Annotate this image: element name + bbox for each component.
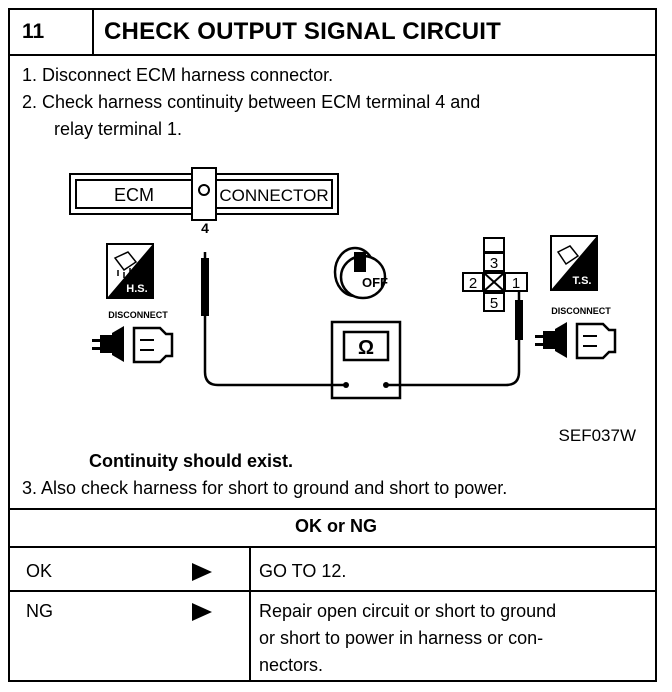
column-divider	[249, 546, 251, 682]
result-ng-action: Repair open circuit or short to ground o…	[259, 598, 556, 679]
connector-label: CONNECTOR	[219, 186, 328, 205]
instruction-2: 2. Check harness continuity between ECM …	[22, 92, 481, 112]
disconnect-left-icon: DISCONNECT	[92, 310, 174, 364]
relay-terminal-5: 5	[490, 295, 498, 312]
divider	[10, 508, 655, 510]
ecm-terminal-number: 4	[201, 220, 209, 236]
result-ok-label: OK	[26, 561, 53, 581]
ts-icon: T.S.	[550, 235, 598, 291]
instruction-1: 1. Disconnect ECM harness connector.	[22, 65, 334, 85]
result-ng-action-line: or short to power in harness or con-	[259, 628, 544, 648]
ohmmeter: Ω	[330, 320, 402, 400]
procedure-box: 11 CHECK OUTPUT SIGNAL CIRCUIT	[8, 8, 657, 682]
ohm-symbol: Ω	[358, 337, 374, 359]
ng-arrow-icon	[192, 603, 212, 621]
instruction-3: 3. Also check harness for short to groun…	[22, 478, 508, 498]
relay-connector: 3 2 1 5	[462, 237, 528, 312]
divider	[10, 590, 655, 592]
continuity-note: Continuity should exist.	[89, 451, 294, 471]
step-title: CHECK OUTPUT SIGNAL CIRCUIT	[104, 18, 501, 45]
hs-label: H.S.	[126, 283, 147, 295]
result-header: OK or NG	[294, 516, 377, 536]
disconnect-right-icon: DISCONNECT	[535, 306, 617, 360]
ecm-label: ECM	[114, 185, 154, 205]
disconnect-right-label: DISCONNECT	[551, 306, 611, 316]
relay-terminal-2: 2	[469, 275, 477, 292]
ts-label: T.S.	[573, 275, 592, 287]
divider	[10, 546, 655, 548]
ecm-connector: ECM CONNECTOR 4	[69, 167, 339, 236]
result-ng-label: NG	[26, 601, 53, 621]
ok-arrow-icon	[192, 563, 212, 581]
instruction-2-cont: relay terminal 1.	[54, 119, 183, 139]
relay-terminal-3: 3	[490, 255, 498, 272]
result-ok-action: GO TO 12.	[259, 561, 347, 581]
result-ng-action-line: nectors.	[259, 655, 324, 675]
figure-code: SEF037W	[559, 426, 636, 445]
result-ng-action-line: Repair open circuit or short to ground	[259, 601, 557, 621]
relay-terminal-1: 1	[512, 275, 520, 292]
step-number: 11	[10, 10, 94, 54]
ignition-key-icon: OFF	[333, 246, 388, 300]
probe-leads	[201, 252, 523, 387]
step-header: 11 CHECK OUTPUT SIGNAL CIRCUIT	[10, 10, 655, 56]
disconnect-left-label: DISCONNECT	[108, 310, 168, 320]
hs-icon: H.S.	[106, 243, 154, 299]
key-off-label: OFF	[362, 275, 388, 290]
